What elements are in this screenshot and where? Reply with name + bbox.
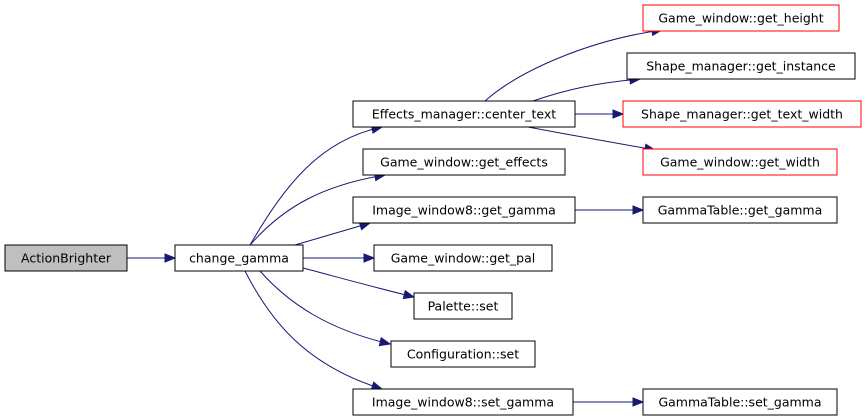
edge-center_text-to-get_instance [532,75,642,102]
node-label: Palette::set [428,299,499,314]
node-box [174,244,304,272]
node-label: Effects_manager::center_text [372,107,556,122]
node-label: change_gamma [189,251,289,266]
node-box [642,4,840,32]
edge-center_text-to-get_width [527,126,657,153]
node-gt-set-gamma[interactable]: GammaTable::set_gamma [642,388,838,416]
node-box [622,100,862,128]
node-get-height[interactable]: Game_window::get_height [642,4,840,32]
edge-change_gamma-to-iw8_get_gamma [294,221,372,246]
node-label: Image_window8::set_gamma [372,395,554,410]
edge-change_gamma-to-iw8_set_gamma [244,270,384,391]
edge-line [302,267,415,298]
node-box [413,292,513,320]
nodes-layer: ActionBrighter change_gamma Effects_manage… [4,4,862,416]
edge-change_gamma-to-config_set [259,270,392,347]
node-box [362,148,566,176]
edge-iw8_get_gamma-to-gt_get_gamma [575,205,645,215]
arrowhead [612,109,625,119]
node-get-instance[interactable]: Shape_manager::get_instance [626,52,856,80]
node-iw8-get-gamma[interactable]: Image_window8::get_gamma [352,196,576,224]
node-label: Shape_manager::get_instance [646,59,836,74]
node-box [373,244,553,272]
arrowhead [632,397,645,407]
node-box [642,196,838,224]
edge-line [244,270,383,390]
edge-ActionBrighter-to-change_gamma [127,253,177,263]
edge-line [249,174,386,246]
node-config-set[interactable]: Configuration::set [390,340,536,368]
node-change-gamma[interactable]: change_gamma [174,244,304,272]
arrowhead [164,253,177,263]
node-box [642,148,838,176]
arrowhead [363,253,376,263]
edge-change_gamma-to-palette_set [302,267,416,300]
node-label: Shape_manager::get_text_width [641,107,843,122]
node-label: Image_window8::get_gamma [372,203,556,218]
edges-layer [127,26,664,407]
node-ActionBrighter[interactable]: ActionBrighter [4,244,128,272]
node-label: GammaTable::set_gamma [658,395,821,410]
node-get-text-width[interactable]: Shape_manager::get_text_width [622,100,862,128]
node-get-width[interactable]: Game_window::get_width [642,148,838,176]
edge-center_text-to-get_text_width [575,109,625,119]
node-label: Configuration::set [407,347,519,362]
edge-line [294,222,371,246]
edge-iw8_set_gamma-to-gt_set_gamma [573,397,645,407]
edge-line [527,126,656,151]
node-palette-set[interactable]: Palette::set [413,292,513,320]
arrowhead [632,205,645,215]
edge-line [259,270,391,345]
node-get-pal[interactable]: Game_window::get_pal [373,244,553,272]
node-box [352,196,576,224]
node-box [390,340,536,368]
node-label: Game_window::get_width [660,155,820,170]
arrowhead [402,289,416,300]
node-gt-get-gamma[interactable]: GammaTable::get_gamma [642,196,838,224]
node-label: GammaTable::get_gamma [658,203,823,218]
node-label: Game_window::get_height [658,11,823,26]
node-box [352,388,574,416]
edge-change_gamma-to-get_pal [303,253,376,263]
node-box [4,244,128,272]
edge-line [249,126,383,246]
node-label: ActionBrighter [21,251,112,266]
edge-line [532,78,641,102]
node-box [642,388,838,416]
node-center-text[interactable]: Effects_manager::center_text [352,100,576,128]
node-box [626,52,856,80]
node-label: Game_window::get_pal [391,251,535,266]
node-label: Game_window::get_effects [380,155,548,170]
edge-line [484,29,663,102]
node-box [352,100,576,128]
arrowhead [378,336,392,347]
node-get-effects[interactable]: Game_window::get_effects [362,148,566,176]
node-iw8-set-gamma[interactable]: Image_window8::set_gamma [352,388,574,416]
